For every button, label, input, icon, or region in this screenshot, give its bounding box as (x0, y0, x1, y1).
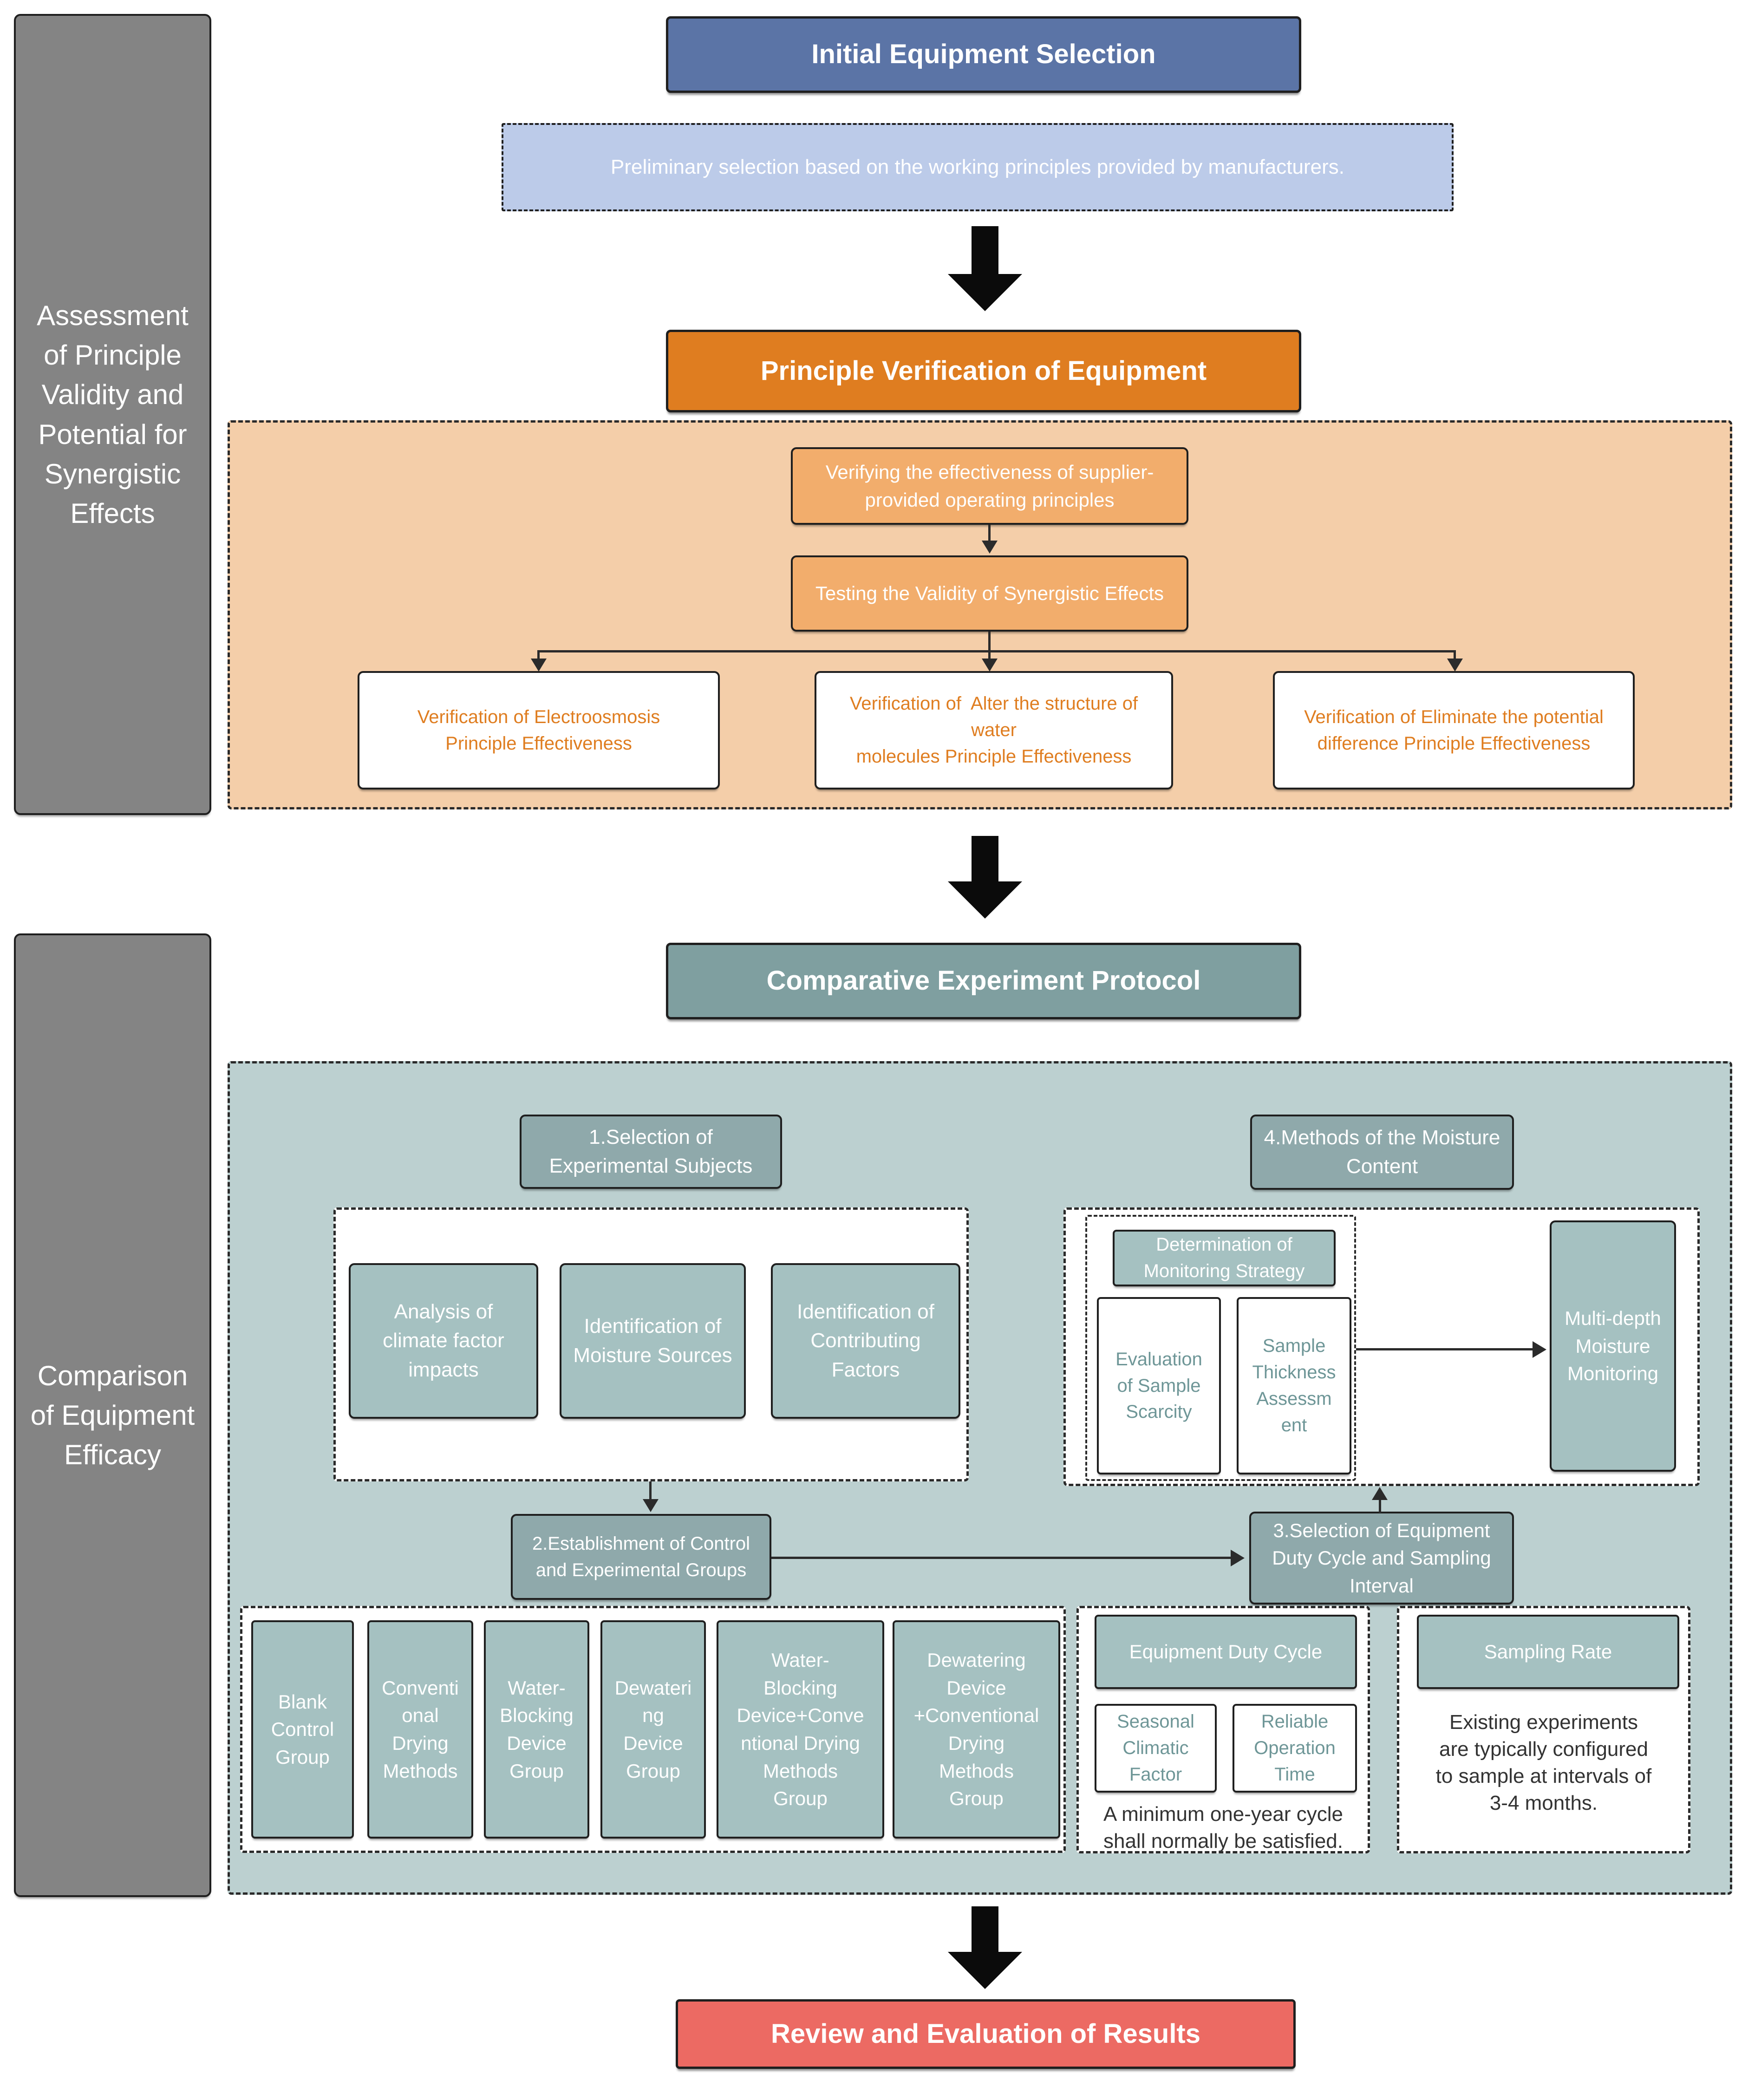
arrowhead-to-step2-icon (643, 1499, 659, 1512)
node-climate-factor-analysis: Analysis of climate factor impacts (349, 1263, 538, 1419)
connector-step1-to-step2 (649, 1481, 652, 1500)
node-group-water-blocking: Water- Blocking Device Group (484, 1620, 589, 1839)
node-group-waterblocking-plus-conventional: Water- Blocking Device+Conve ntional Dry… (717, 1620, 884, 1839)
arrowhead-step3-to-step4-icon (1372, 1487, 1388, 1500)
connector-strategy-to-multidepth (1356, 1348, 1533, 1350)
arrowhead-to-multidepth-icon (1533, 1341, 1546, 1358)
arrow-down-3-shaft (972, 1906, 998, 1953)
node-moisture-sources: Identification of Moisture Sources (560, 1263, 746, 1419)
header-comparative-experiment-protocol: Comparative Experiment Protocol (666, 943, 1301, 1019)
node-sample-thickness-assessment: Sample Thickness Assessm ent (1237, 1297, 1351, 1474)
arrow-down-3-icon (948, 1952, 1022, 1989)
node-verify-water-structure: Verification of Alter the structure of w… (815, 671, 1173, 789)
node-step3-duty-cycle-sampling: 3.Selection of Equipment Duty Cycle and … (1249, 1512, 1514, 1604)
node-step4-moisture-methods: 4.Methods of the Moisture Content (1250, 1115, 1514, 1190)
node-determination-monitoring-strategy: Determination of Monitoring Strategy (1113, 1230, 1336, 1286)
arrowhead-branch-right-icon (1447, 659, 1463, 672)
node-multidepth-moisture-monitoring: Multi-depth Moisture Monitoring (1550, 1220, 1676, 1472)
text-duty-cycle-note: A minimum one-year cycle shall normally … (1103, 1803, 1343, 1853)
text-sampling-rate-note: Existing experiments are typically confi… (1435, 1711, 1652, 1815)
connector-step3-to-step4 (1379, 1499, 1381, 1513)
arrowhead-to-step3-icon (1231, 1550, 1245, 1566)
node-group-dewatering-plus-conventional: Dewatering Device +Conventional Drying M… (893, 1620, 1060, 1839)
arrowhead-branch-left-icon (531, 659, 547, 672)
node-test-synergistic-effects: Testing the Validity of Synergistic Effe… (791, 555, 1188, 632)
node-step2-control-groups: 2.Establishment of Control and Experimen… (511, 1514, 771, 1600)
connector-branch-drop-left (537, 650, 540, 660)
node-verify-potential-difference: Verification of Eliminate the potential … (1273, 671, 1635, 789)
arrow-down-2-shaft (972, 836, 998, 882)
arrow-down-1-shaft (972, 226, 998, 275)
connector-branch-drop-right (1454, 650, 1456, 660)
panel-monitoring-strategy (1085, 1215, 1356, 1481)
node-equipment-duty-cycle-title: Equipment Duty Cycle (1095, 1615, 1357, 1689)
note-preliminary-selection: Preliminary selection based on the worki… (502, 123, 1454, 211)
connector-branch-drop-middle (988, 650, 991, 660)
node-sample-scarcity-evaluation: Evaluation of Sample Scarcity (1097, 1297, 1221, 1474)
sidebar-comparison-of-equipment-efficacy: Comparison of Equipment Efficacy (14, 933, 211, 1897)
arrow-down-1-icon (948, 274, 1022, 311)
connector-branch-bar (537, 650, 1456, 652)
node-sampling-rate-title: Sampling Rate (1417, 1615, 1679, 1689)
node-group-blank-control: Blank Control Group (251, 1620, 354, 1839)
node-reliable-operation-time: Reliable Operation Time (1233, 1704, 1357, 1793)
node-verify-supplier-principles: Verifying the effectiveness of supplier-… (791, 447, 1188, 525)
node-group-dewatering: Dewateri ng Device Group (600, 1620, 706, 1839)
node-contributing-factors: Identification of Contributing Factors (771, 1263, 960, 1419)
node-verify-electroosmosis: Verification of Electroosmosis Principle… (358, 671, 720, 789)
sidebar-assessment-of-principle-validity: Assessment of Principle Validity and Pot… (14, 14, 211, 815)
header-initial-equipment-selection: Initial Equipment Selection (666, 16, 1301, 93)
node-group-conventional-drying: Conventi onal Drying Methods (367, 1620, 473, 1839)
arrowhead-verify-to-test-icon (982, 541, 998, 554)
arrowhead-branch-middle-icon (982, 659, 998, 672)
header-review-and-evaluation: Review and Evaluation of Results (676, 1999, 1296, 2069)
node-seasonal-climatic-factor: Seasonal Climatic Factor (1095, 1704, 1217, 1793)
connector-verify-to-test (988, 525, 991, 541)
header-principle-verification: Principle Verification of Equipment (666, 330, 1301, 412)
node-step1-selection-subjects: 1.Selection of Experimental Subjects (520, 1115, 782, 1189)
connector-branch-stem (988, 632, 991, 652)
connector-step2-to-step3 (771, 1557, 1231, 1559)
arrow-down-2-icon (948, 881, 1022, 919)
